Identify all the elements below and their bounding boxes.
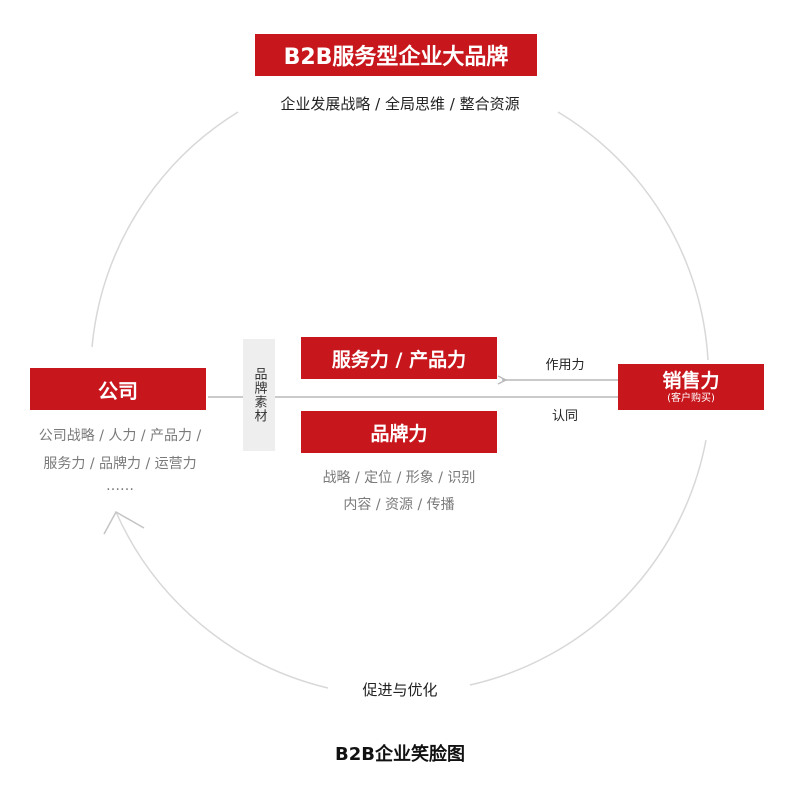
company-desc-line1: 公司战略 / 人力 / 产品力 / (38, 428, 202, 444)
company-desc-line2: 服务力 / 品牌力 / 运营力 (43, 456, 197, 472)
brand-power-desc-line2: 内容 / 资源 / 传播 (343, 497, 455, 513)
footer-title: B2B企业笑脸图 (335, 744, 465, 765)
company-ellipsis: …… (106, 478, 134, 494)
company-box: 公司 (30, 368, 206, 410)
brand-power-desc-line1: 战略 / 定位 / 形象 / 识别 (322, 470, 476, 486)
circle-arc-upper-right (557, 111, 709, 361)
cycle-arrowhead (103, 510, 145, 535)
effect-label: 作用力 (545, 358, 585, 373)
top-title-box: B2B服务型企业大品牌 (255, 34, 537, 76)
circle-arc-lower-right (469, 439, 707, 686)
identify-label: 认同 (551, 409, 578, 424)
brand-material-box: 品牌素材 (243, 339, 275, 451)
brand-power-box: 品牌力 (301, 411, 497, 453)
sales-sublabel: (客户购买) (667, 392, 715, 404)
brand-power-label: 品牌力 (370, 422, 428, 445)
top-subtitle: 企业发展战略 / 全局思维 / 整合资源 (280, 95, 520, 113)
cycle-label: 促进与优化 (362, 681, 438, 699)
sales-box: 销售力 (客户购买) (618, 364, 764, 410)
sales-label: 销售力 (662, 369, 720, 392)
top-title: B2B服务型企业大品牌 (283, 45, 509, 70)
service-product-box: 服务力 / 产品力 (301, 337, 497, 379)
brand-material-label: 品牌素材 (251, 367, 267, 423)
service-product-label: 服务力 / 产品力 (331, 348, 467, 371)
company-label: 公司 (98, 378, 138, 403)
circle-arc-upper-left (91, 111, 239, 348)
circle-arc-lower-left (115, 511, 329, 689)
